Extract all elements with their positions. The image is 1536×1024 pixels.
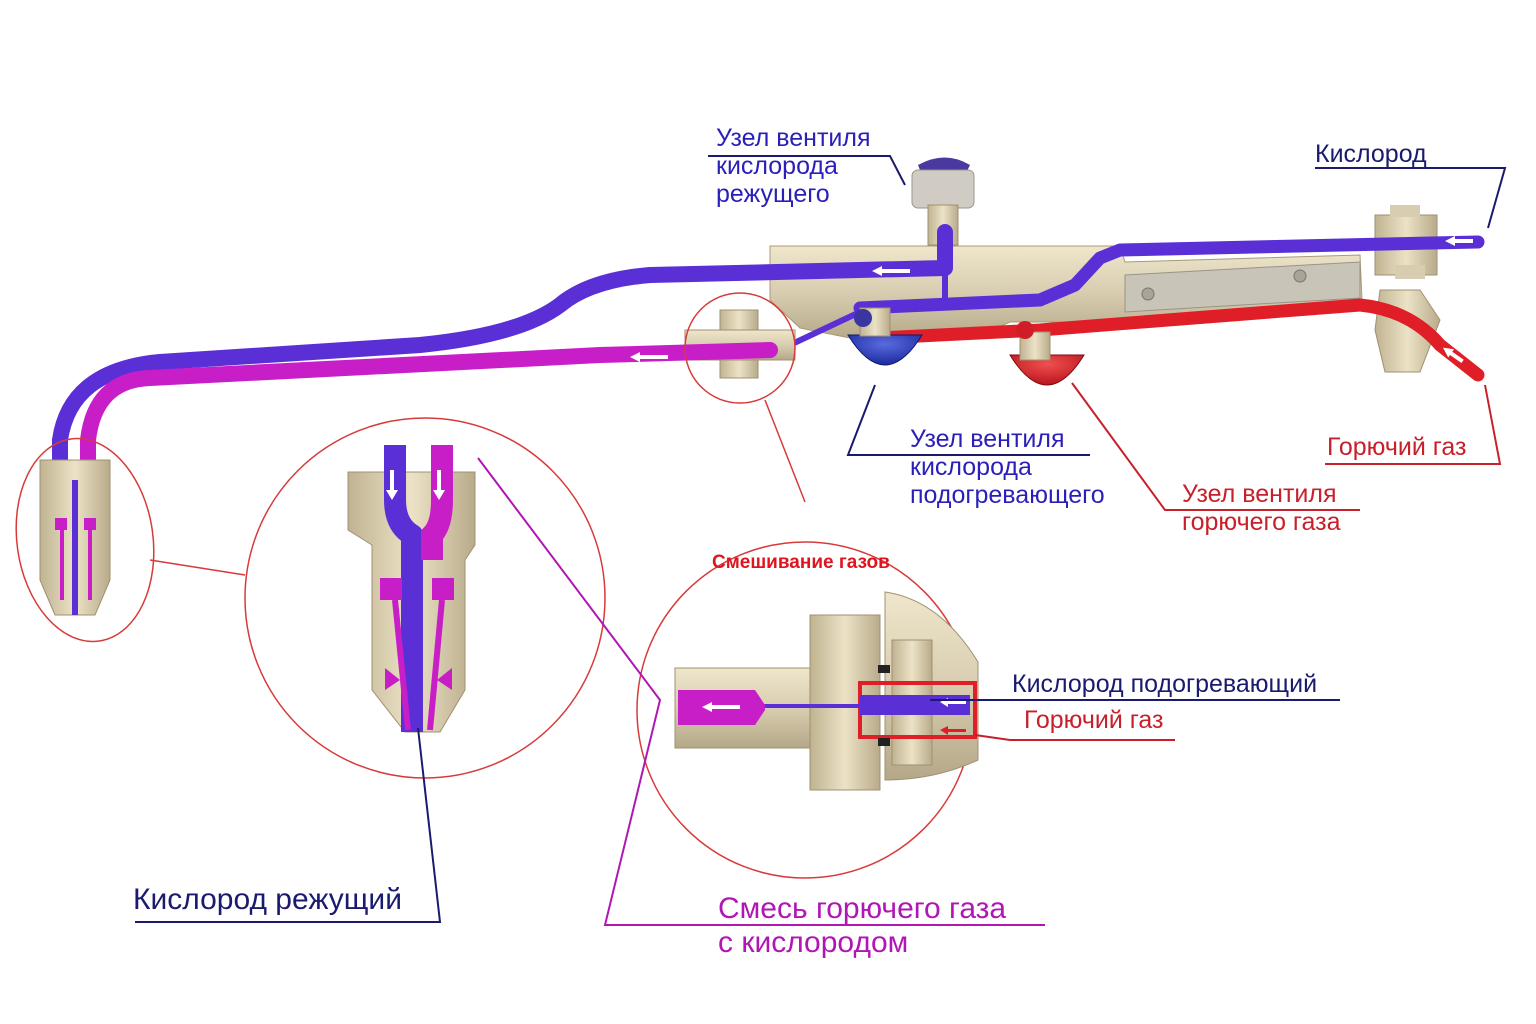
- nozzle-detail-circle: [244, 417, 606, 779]
- label-line: кислорода: [910, 453, 1032, 481]
- mixture-line: [80, 342, 778, 508]
- nozzle: [39, 459, 111, 616]
- label-line: режущего: [716, 180, 830, 208]
- fuel-gas-detail-label: Горючий газ: [1024, 706, 1164, 734]
- label-line: горючего газа: [1182, 508, 1341, 536]
- screw: [1293, 269, 1307, 283]
- label-line: с кислородом: [718, 925, 909, 959]
- oxygen-label: Кислород: [1315, 140, 1427, 168]
- preheat-oxygen-label: Кислород подогревающий: [1012, 670, 1318, 698]
- mixture-label: Смесь горючего газа с кислородом: [718, 892, 1006, 959]
- label-line: Узел вентиля: [910, 425, 1065, 453]
- cutting-oxygen-label: Кислород режущий: [133, 883, 402, 916]
- fuel-gas-valve-label: Узел вентиля горючего газа: [1182, 480, 1340, 536]
- mixing-detail: [674, 591, 979, 791]
- gas-mixing-title: Смешивание газов: [712, 552, 890, 573]
- down-arrow-icon: [386, 470, 445, 500]
- oxygen-cutting-line: [52, 224, 953, 508]
- left-arrow-icon: [630, 236, 1473, 364]
- label-line: подогревающего: [910, 481, 1105, 509]
- mixing-highlight-circle: [684, 292, 796, 404]
- nozzle-highlight-circle: [15, 437, 155, 643]
- screw: [1141, 287, 1155, 301]
- fuel-gas-valve: [1009, 321, 1085, 386]
- cutting-oxygen-valve-label: Узел вентиля кислорода режущего: [716, 124, 871, 208]
- label-line: кислорода: [716, 152, 838, 180]
- label-line: Узел вентиля: [716, 124, 871, 152]
- oxygen-line: [853, 235, 1485, 315]
- nozzle-detail: [347, 445, 476, 733]
- leader-lines: [135, 155, 1507, 926]
- fuel-gas-label: Горючий газ: [1327, 433, 1467, 461]
- torch-assembly: [39, 157, 1485, 616]
- preheat-oxygen-valve: [847, 307, 923, 366]
- preheat-oxygen-valve-label: Узел вентиля кислорода подогревающего: [910, 425, 1105, 509]
- label-line: Смесь горючего газа: [718, 892, 1007, 925]
- fuel-gas-line: [873, 298, 1485, 382]
- label-line: Узел вентиля: [1182, 480, 1337, 508]
